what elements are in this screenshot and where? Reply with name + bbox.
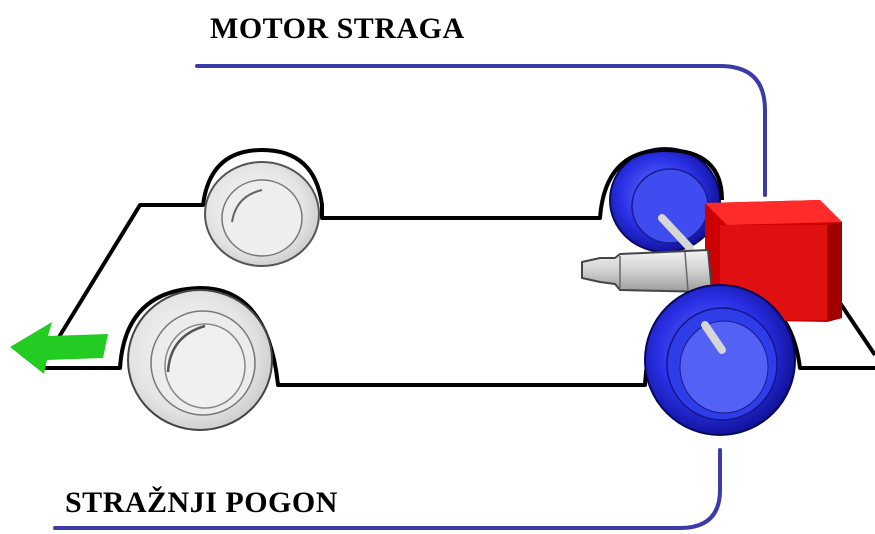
engine-position-label: MOTOR STRAGA (210, 12, 465, 45)
engine-pointer-line (195, 64, 767, 197)
drive-pointer-line (53, 448, 722, 530)
far-rear-driven-wheel (609, 147, 721, 253)
car-body-far-outline (38, 148, 724, 370)
near-rear-driven-wheel (644, 284, 796, 436)
drive-type-label: STRAŽNJI POGON (65, 486, 338, 519)
arrow-left-icon (10, 322, 108, 374)
far-front-wheel (204, 161, 320, 267)
near-front-wheel (127, 289, 273, 431)
drive-shaft (581, 249, 713, 293)
car-body-rear-edge (836, 298, 875, 357)
